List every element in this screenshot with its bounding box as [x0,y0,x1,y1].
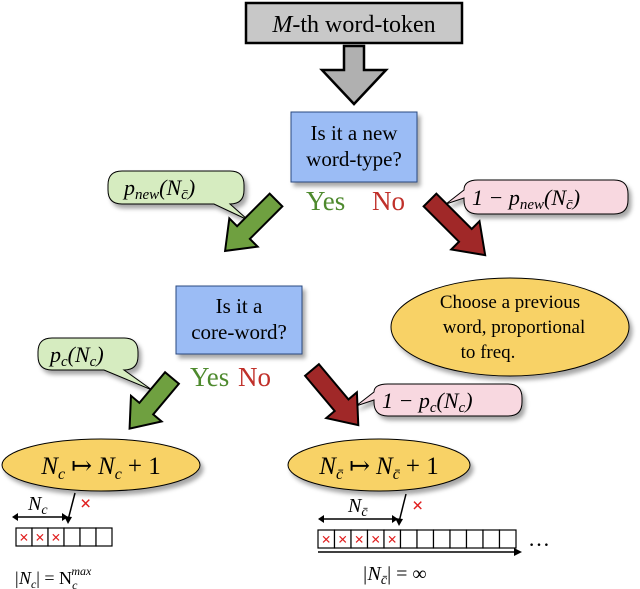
noncore-array-insert-pointer [398,493,407,523]
q1-line2: word-type? [306,147,402,171]
noncore-array-cell-cross: × [321,530,331,549]
noncore-update-formula: Nc̄↦Nc̄+ 1 [318,453,438,483]
noncore-array-cell [416,529,435,549]
callout-one-minus-p-new [445,179,629,215]
noncore-array-cell-cross: × [371,530,381,549]
core-array-dim: Nc [27,493,48,518]
q1-no-label: No [372,186,405,216]
core-update-formula: Nc↦Nc+ 1 [40,453,160,483]
noncore-array-cell [449,529,468,549]
core-update-node [1,438,201,492]
arrow-start-to-q1 [319,44,389,106]
choose-previous-word-node [390,277,630,377]
core-array-cell-cross: × [19,528,29,547]
q1-yes-label: Yes [306,186,345,216]
noncore-array-dim: Nc̄ [347,495,368,520]
svg-text:M-th word-token: M-th word-token [271,12,435,38]
noncore-array-cell-cross: × [338,530,348,549]
noncore-array-new-cross: × [412,495,423,517]
arrow-q2-no [303,362,360,427]
core-array-cell [95,527,113,547]
noncore-array-cell-cross: × [387,530,397,549]
core-array-cells: × × × [15,527,113,547]
choose-previous-line1: Choose a previous [440,292,580,313]
core-array-cell [79,527,97,547]
arrow-q1-yes [223,192,284,253]
arrow-q2-yes [128,370,181,430]
noncore-array-cell-cross: × [354,530,364,549]
callout-one-minus-p-c-text: 1 − pc(Nc) [382,388,473,416]
core-array-cell-cross: × [51,528,61,547]
callout-one-minus-p-c [355,383,523,417]
start-node: M-th word-token [244,1,464,45]
choose-previous-line2: word, proportional [443,317,585,338]
callout-one-minus-p-new-text: 1 − pnew(Nc̄) [472,185,580,213]
core-array-insert-pointer [67,492,76,521]
noncore-array-cell [399,529,418,549]
question-core-word [175,285,303,355]
core-array-capacity: |Nc| = Ncmax [14,564,92,589]
core-array-cell-cross: × [35,528,45,547]
core-array-new-cross: × [80,493,91,515]
choose-previous-line3: to freq. [461,342,516,363]
noncore-array-cell [498,529,517,549]
noncore-update-node [287,438,471,492]
core-array: Nc × × × × |Nc| = Ncmax [12,492,113,589]
noncore-array-cell [432,529,451,549]
q2-line2: core-word? [191,320,287,344]
start-ordinal: M [271,12,294,38]
callout-p-new-text: pnew(Nc̄) [122,175,195,203]
core-array-cell [63,527,81,547]
q1-line1: Is it a new [311,121,399,145]
noncore-array: Nc̄ × × × × × × … |Nc̄| = ∞ [317,493,550,588]
q2-yes-label: Yes [190,362,229,392]
noncore-array-cell [482,529,501,549]
question-new-word-type [290,111,418,183]
q2-no-label: No [238,362,271,392]
noncore-array-ellipsis: … [528,526,550,551]
noncore-array-cells: × × × × × [317,529,517,549]
callout-p-c-text: pc(Nc) [48,342,104,370]
q2-line1: Is it a [216,294,263,318]
noncore-array-cell [465,529,484,549]
start-label: -th word-token [292,12,435,38]
noncore-array-capacity: |Nc̄| = ∞ [362,563,427,588]
arrow-q1-no [422,192,487,257]
